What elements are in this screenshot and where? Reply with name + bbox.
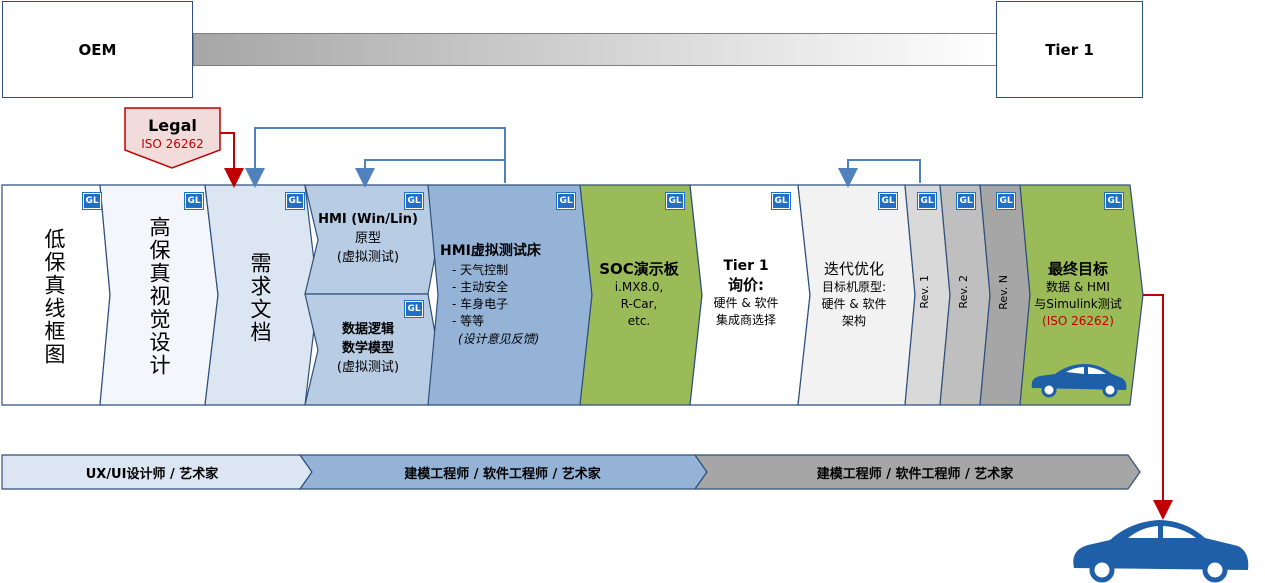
feedback-arrow-iter — [838, 159, 921, 188]
hmi-bench-title: HMI虚拟测试床 — [440, 243, 541, 259]
iter-line2: 目标机原型: — [821, 280, 887, 294]
gl-badge-icon: GL — [1104, 192, 1124, 210]
rev2-label: Rev. 2 — [957, 275, 970, 309]
data-model-line2: 数学模型 — [341, 341, 394, 356]
gl-badge-icon: GL — [956, 192, 976, 210]
final-line2: 数据 & HMI — [1046, 280, 1110, 294]
stage-final-label: 最终目标 数据 & HMI 与Simulink测试 (ISO 26262) — [1026, 258, 1130, 330]
car-icon-large — [1073, 520, 1249, 583]
stage-req-label: 需求文档 — [248, 251, 272, 344]
tier1-line3: 硬件 & 软件 — [713, 296, 779, 310]
stage-lowfi-label: 低保真线框图 — [42, 228, 66, 366]
stage-hmi-proto-label: HMI (Win/Lin) 原型 (虚拟测试) — [312, 210, 424, 267]
final-title: 最终目标 — [1047, 260, 1108, 278]
stage-final-shape — [1019, 184, 1144, 406]
stage-tier1-label: Tier 1 询价: 硬件 & 软件 集成商选择 — [696, 258, 796, 329]
stage-data-model-label: 数据逻辑 数学模型 (虚拟测试) — [312, 320, 424, 377]
feedback-arrow-inner — [355, 159, 505, 188]
feedback-arrow-outer — [245, 127, 506, 188]
final-line4: (ISO 26262) — [1042, 314, 1114, 328]
legal-shape — [124, 107, 221, 169]
tier1-line2: 询价: — [728, 276, 764, 294]
final-line3: 与Simulink测试 — [1034, 297, 1122, 311]
gl-badge-icon: GL — [996, 192, 1016, 210]
rev1-label: Rev. 1 — [918, 275, 931, 309]
hmi-bench-item: 天气控制 — [452, 262, 580, 279]
hmi-proto-line2: 原型 — [354, 231, 381, 246]
oem-tier1-gradient-bar — [193, 33, 998, 66]
hmi-proto-title: HMI (Win/Lin) — [318, 212, 418, 227]
soc-title: SOC演示板 — [599, 260, 679, 278]
gl-badge-icon: GL — [556, 192, 576, 210]
legal-label: Legal ISO 26262 — [125, 116, 220, 151]
hmi-bench-item: 等等 — [452, 313, 580, 330]
hmi-bench-item: 车身电子 — [452, 296, 580, 313]
soc-line4: etc. — [627, 314, 651, 328]
gl-badge-icon: GL — [771, 192, 791, 210]
role-bar-3-shape — [693, 454, 1141, 490]
hmi-bench-note: (设计意见反馈) — [458, 332, 540, 346]
stage-soc-label: SOC演示板 i.MX8.0, R-Car, etc. — [588, 258, 690, 330]
data-model-line3: (虚拟测试) — [336, 360, 400, 375]
gl-badge-icon: GL — [878, 192, 898, 210]
iter-title: 迭代优化 — [823, 260, 884, 278]
iter-line4: 架构 — [841, 314, 866, 328]
gl-badge-icon: GL — [404, 300, 424, 318]
legal-title: Legal — [148, 116, 197, 135]
soc-line3: R-Car, — [620, 297, 658, 311]
gl-badge-icon: GL — [184, 192, 204, 210]
gl-badge-icon: GL — [404, 192, 424, 210]
stage-hifi-label: 高保真视觉设计 — [147, 215, 171, 377]
stage-hmi-bench-label: HMI虚拟测试床 天气控制 主动安全 车身电子 等等 (设计意见反馈) — [440, 240, 580, 347]
legal-subtitle: ISO 26262 — [141, 137, 204, 151]
legal-to-req-arrow — [220, 132, 244, 188]
role-bar-2-label: 建模工程师 / 软件工程师 / 艺术家 — [404, 467, 601, 482]
revn-label: Rev. N — [997, 275, 1010, 310]
gl-badge-icon: GL — [665, 192, 685, 210]
iter-line3: 硬件 & 软件 — [821, 297, 887, 311]
hmi-bench-list: 天气控制 主动安全 车身电子 等等 — [452, 262, 580, 330]
stage-iter-label: 迭代优化 目标机原型: 硬件 & 软件 架构 — [804, 258, 904, 330]
data-model-line1: 数据逻辑 — [341, 322, 394, 337]
car-icon-small — [1031, 364, 1127, 398]
gl-badge-icon: GL — [917, 192, 937, 210]
hmi-bench-item: 主动安全 — [452, 279, 580, 296]
role-bar-3-label: 建模工程师 / 软件工程师 / 艺术家 — [816, 467, 1014, 482]
tier1-title: Tier 1 — [723, 258, 769, 274]
hmi-proto-line3: (虚拟测试) — [336, 250, 400, 265]
oem-box: OEM — [2, 1, 193, 98]
tier1-line4: 集成商选择 — [715, 313, 776, 327]
tier1-box: Tier 1 — [996, 1, 1143, 98]
final-to-car-arrow — [1143, 294, 1173, 520]
gl-badge-icon: GL — [285, 192, 305, 210]
soc-line2: i.MX8.0, — [614, 280, 664, 294]
gl-badge-icon: GL — [82, 192, 102, 210]
role-bar-1-label: UX/UI设计师 / 艺术家 — [85, 467, 219, 482]
